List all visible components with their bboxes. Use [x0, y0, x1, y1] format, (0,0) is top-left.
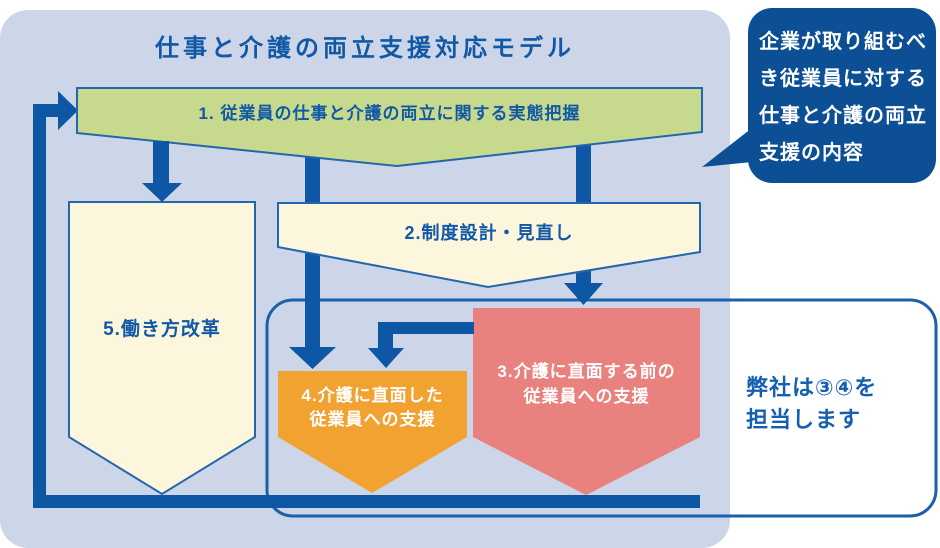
step3-label-line1: 3.介護に直面する前の — [497, 362, 676, 381]
step4-label-line1: 4.介護に直面した — [301, 386, 444, 405]
callout-line1: 企業が取り組むべ — [759, 31, 927, 53]
note-line2: 担当します — [746, 407, 862, 432]
step1-label: 1. 従業員の仕事と介護の両立に関する実態把握 — [198, 103, 581, 123]
step4-shape — [278, 371, 467, 493]
callout-line4: 支援の内容 — [759, 142, 864, 164]
callout-line3: 仕事と介護の両立 — [759, 105, 927, 127]
callout-line2: き従業員に対する — [759, 68, 927, 90]
arrow-3-to-4 — [368, 322, 474, 368]
step4-label: 4.介護に直面した 従業員への支援 — [278, 372, 467, 444]
step3-shape — [473, 308, 700, 495]
arrow-1-to-4 — [289, 155, 336, 369]
callout-tail — [702, 128, 752, 167]
scope-outline-box — [265, 298, 938, 518]
step4-label-line2: 従業員への支援 — [309, 410, 436, 429]
step5-shape — [68, 201, 256, 496]
company-scope-note: 弊社は③④を 担当します — [746, 372, 936, 436]
step2-shape — [277, 202, 701, 289]
diagram-title: 仕事と介護の両立支援対応モデル — [155, 34, 575, 62]
callout-bubble: 企業が取り組むべ き従業員に対する 仕事と介護の両立 支援の内容 — [748, 8, 936, 183]
step3-label-line2: 従業員への支援 — [523, 387, 650, 406]
arrow-1-to-5 — [142, 141, 182, 202]
step2-label: 2.制度設計・見直し — [404, 223, 574, 243]
note-line1: 弊社は③④を — [746, 375, 878, 400]
step3-label: 3.介護に直面する前の 従業員への支援 — [473, 308, 700, 460]
step1-shape — [76, 87, 703, 168]
step5-label: 5.働き方改革 — [103, 319, 221, 340]
